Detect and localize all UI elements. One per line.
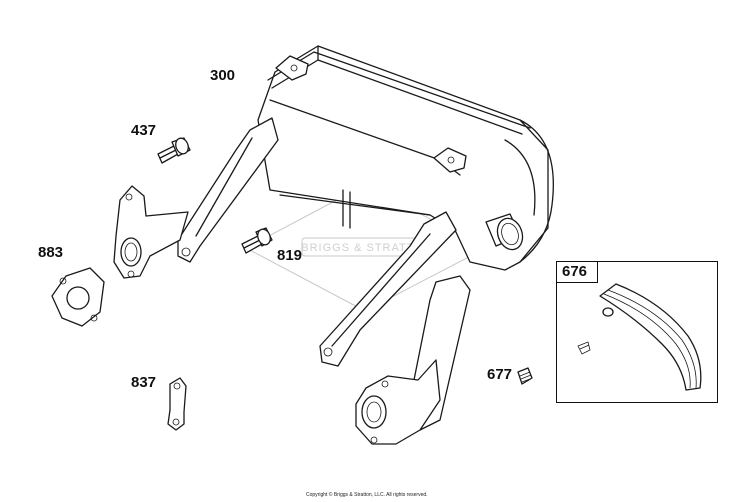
callout-819: 819 [277,247,303,264]
muffler-assembly [113,45,554,445]
callout-837: 837 [131,374,157,391]
callout-437: 437 [131,122,157,139]
clip-837 [167,377,187,431]
gasket-883 [51,267,105,327]
copyright-notice: Copyright © Briggs & Stratton, LLC. All … [306,492,428,498]
callout-300: 300 [210,67,236,84]
bolt-437 [157,137,191,164]
bolt-819 [241,227,273,254]
inset-frame [556,261,718,403]
callout-883: 883 [38,244,64,261]
callout-676: 676 [562,263,588,280]
callout-677: 677 [487,366,513,383]
inset-label-box [556,261,598,283]
watermark-text: BRIGGS & STRATTON [301,242,433,254]
screw-677 [517,367,533,385]
deflector-676 [577,283,702,391]
